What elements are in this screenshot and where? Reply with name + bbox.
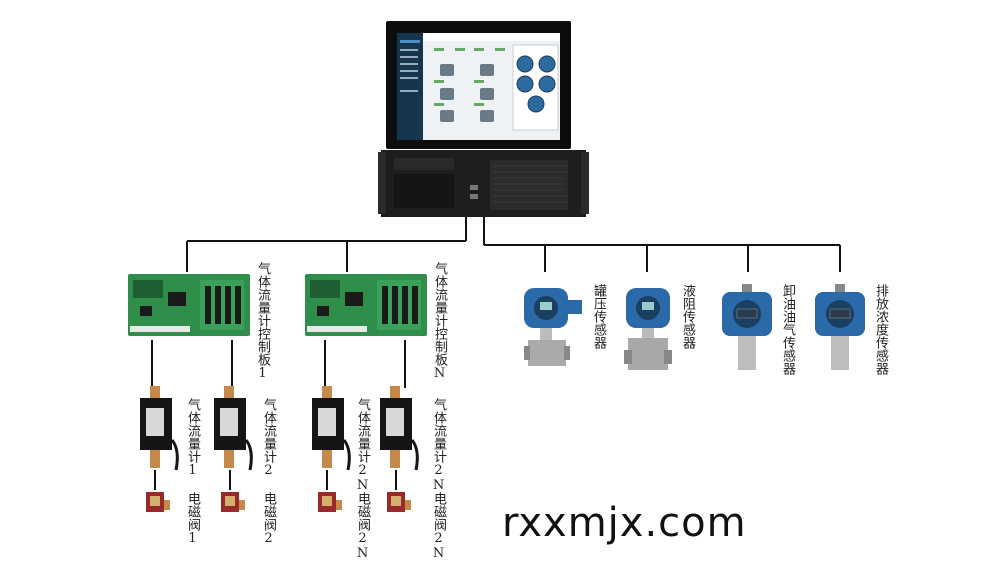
label-valve-1: 电磁阀1 [185, 492, 200, 546]
industrial-pc-chassis [378, 150, 589, 217]
valve-1-image [146, 492, 170, 512]
label-flowmeter-2n-b: 气体流量计2N [431, 398, 446, 493]
flowmeter-1-image [140, 386, 179, 471]
valve-2n-a-image [318, 492, 342, 512]
control-board-n-image [305, 274, 427, 336]
flowmeter-2n-a-image [312, 386, 351, 471]
flowmeter-2-image [214, 386, 253, 471]
label-tank-pressure-sensor: 罐压传感器 [591, 284, 606, 349]
label-control-board-n: 气体流量计控制板N [432, 262, 447, 381]
label-flowmeter-2: 气体流量计2 [261, 398, 276, 478]
label-emission-concentration-sensor: 排放浓度传感器 [873, 284, 888, 375]
valve-2n-b-image [387, 492, 411, 512]
label-control-board-1: 气体流量计控制板1 [255, 262, 270, 381]
valve-2-image [221, 492, 245, 512]
flowmeter-2n-b-image [380, 386, 419, 471]
label-flowmeter-1: 气体流量计1 [185, 398, 200, 478]
industrial-monitor [386, 21, 571, 149]
label-flowmeter-2n-a: 气体流量计2N [355, 398, 370, 493]
watermark-text: rxxmjx.com [502, 500, 747, 546]
control-board-1-image [128, 274, 250, 336]
tank-pressure-sensor-image [524, 288, 582, 366]
emission-concentration-sensor-image [815, 284, 865, 370]
connection-lines [151, 217, 841, 490]
liquid-resistance-sensor-image [624, 288, 672, 370]
label-valve-2: 电磁阀2 [261, 492, 276, 546]
label-valve-2n-a: 电磁阀2N [355, 492, 370, 561]
label-liquid-resistance-sensor: 液阻传感器 [680, 284, 695, 349]
label-valve-2n-b: 电磁阀2N [431, 492, 446, 561]
label-unloading-gas-sensor: 卸油油气传感器 [780, 284, 795, 375]
unloading-gas-sensor-image [722, 284, 772, 370]
